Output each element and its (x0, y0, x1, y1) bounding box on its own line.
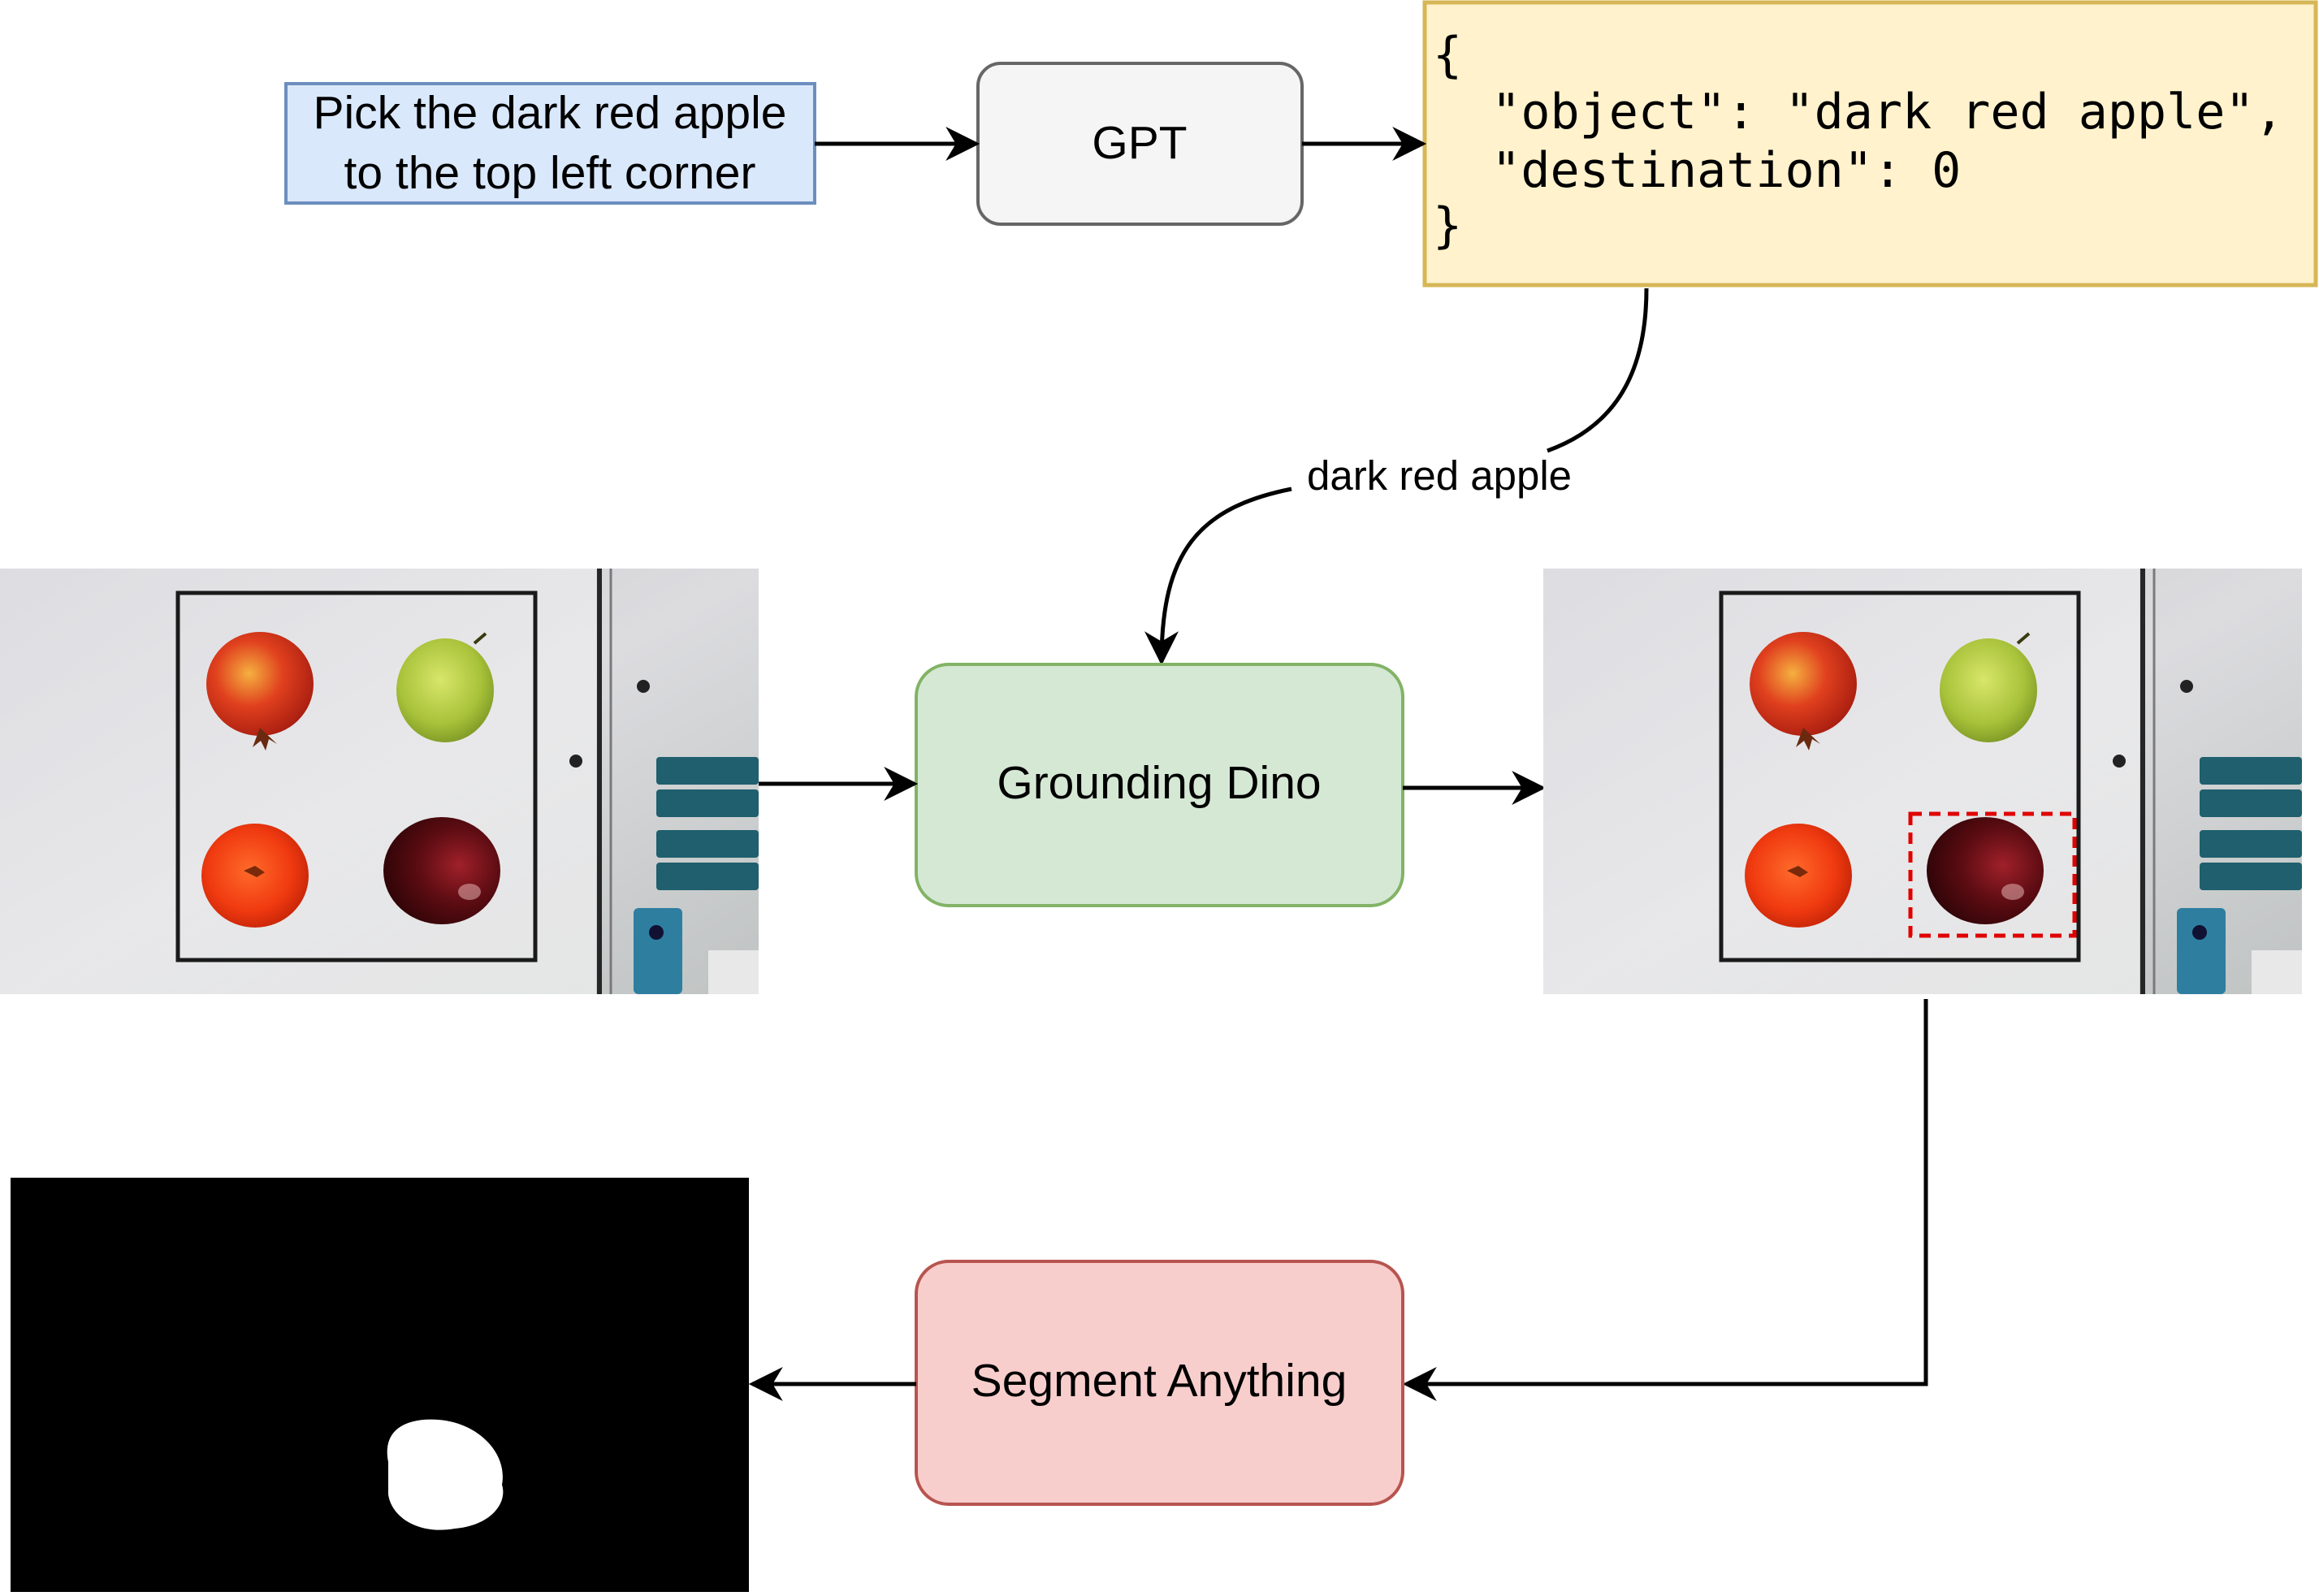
bounding-box (1908, 811, 2077, 938)
json-output-box: { "object": "dark red apple", "destinati… (1422, 0, 2318, 288)
instruction-line-2: to the top left corner (344, 147, 756, 199)
arrow-detection-to-sam (1402, 999, 1928, 1401)
json-box-shape (1422, 0, 2318, 288)
json-line-4: } (1433, 197, 1462, 254)
gpt-box: GPT (976, 62, 1304, 226)
gpt-label: GPT (1092, 117, 1187, 169)
detection-photo (1543, 569, 2302, 994)
instruction-box: Pick the dark red apple to the top left … (284, 82, 816, 205)
grounding-dino-label: Grounding Dino (997, 757, 1321, 809)
instruction-line-1: Pick the dark red apple (314, 87, 787, 139)
segment-anything-box: Segment Anything (915, 1260, 1404, 1506)
edge-json-to-label (1547, 288, 1649, 453)
mask-background (11, 1178, 749, 1592)
input-photo (0, 569, 759, 994)
json-line-2: "object": "dark red apple", (1433, 84, 2284, 141)
segment-anything-label: Segment Anything (971, 1355, 1348, 1407)
mask-apple-blob (387, 1419, 504, 1530)
arrow-label-to-dino (1144, 487, 1292, 666)
segmentation-mask (11, 1178, 749, 1592)
json-line-3: "destination": 0 (1433, 142, 1961, 199)
query-edge-label: dark red apple (1307, 452, 1572, 499)
instruction-box-shape (284, 82, 816, 205)
json-line-1: { (1433, 27, 1462, 84)
grounding-dino-box: Grounding Dino (915, 663, 1404, 907)
